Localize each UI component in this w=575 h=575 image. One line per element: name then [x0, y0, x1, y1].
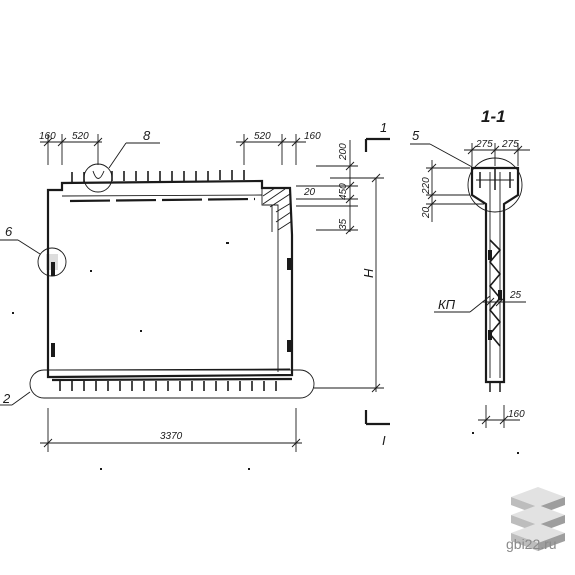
- dims-top-right: 520 160: [236, 131, 321, 165]
- dims-right-vertical: 200 450 35 20: [296, 140, 358, 235]
- callout-top-label: 8: [143, 128, 151, 143]
- section-dim-top-1: 275: [475, 139, 493, 150]
- section-1-1: 1-1 5 КП 275 275: [410, 107, 530, 428]
- cut-mark-bottom: I: [382, 433, 386, 448]
- dim-height: Н: [314, 173, 384, 393]
- dim-right-3: 35: [338, 218, 349, 230]
- section-dim-bottom: 160: [508, 409, 525, 420]
- dim-top-left-2: 520: [72, 131, 89, 142]
- callout-left-label: 6: [5, 224, 13, 239]
- dim-top-left-1: 160: [39, 131, 56, 142]
- section-title: 1-1: [481, 107, 506, 126]
- dim-right-2: 450: [338, 183, 349, 200]
- section-cut-markers: 1 I: [364, 120, 390, 448]
- section-dim-rebar: 25: [509, 290, 522, 301]
- callout-bottom-label: 2: [2, 391, 11, 406]
- dim-width-label: 3370: [160, 431, 183, 442]
- callout-section-label: 5: [412, 128, 420, 143]
- dim-height-label: Н: [361, 268, 376, 278]
- dim-side-small: 20: [303, 187, 316, 198]
- section-dim-left-1: 220: [421, 177, 432, 195]
- cut-mark-top: 1: [380, 120, 387, 135]
- section-kp-label: КП: [438, 297, 456, 312]
- section-dim-top-2: 275: [501, 139, 519, 150]
- watermark-text[interactable]: gbi22.ru: [506, 536, 557, 552]
- dim-right-1: 200: [338, 143, 349, 161]
- callout-bottom-detail: 2: [0, 369, 315, 406]
- dim-top-right-1: 520: [254, 131, 271, 142]
- stacked-slabs-icon: [511, 487, 565, 551]
- dim-width: 3370: [40, 408, 302, 452]
- callout-left-detail: 6: [0, 224, 67, 277]
- section-dim-left-2: 20: [421, 206, 432, 219]
- panel-elevation: [12, 170, 519, 470]
- dim-top-right-2: 160: [304, 131, 321, 142]
- dims-top-left: 160 520: [39, 131, 103, 165]
